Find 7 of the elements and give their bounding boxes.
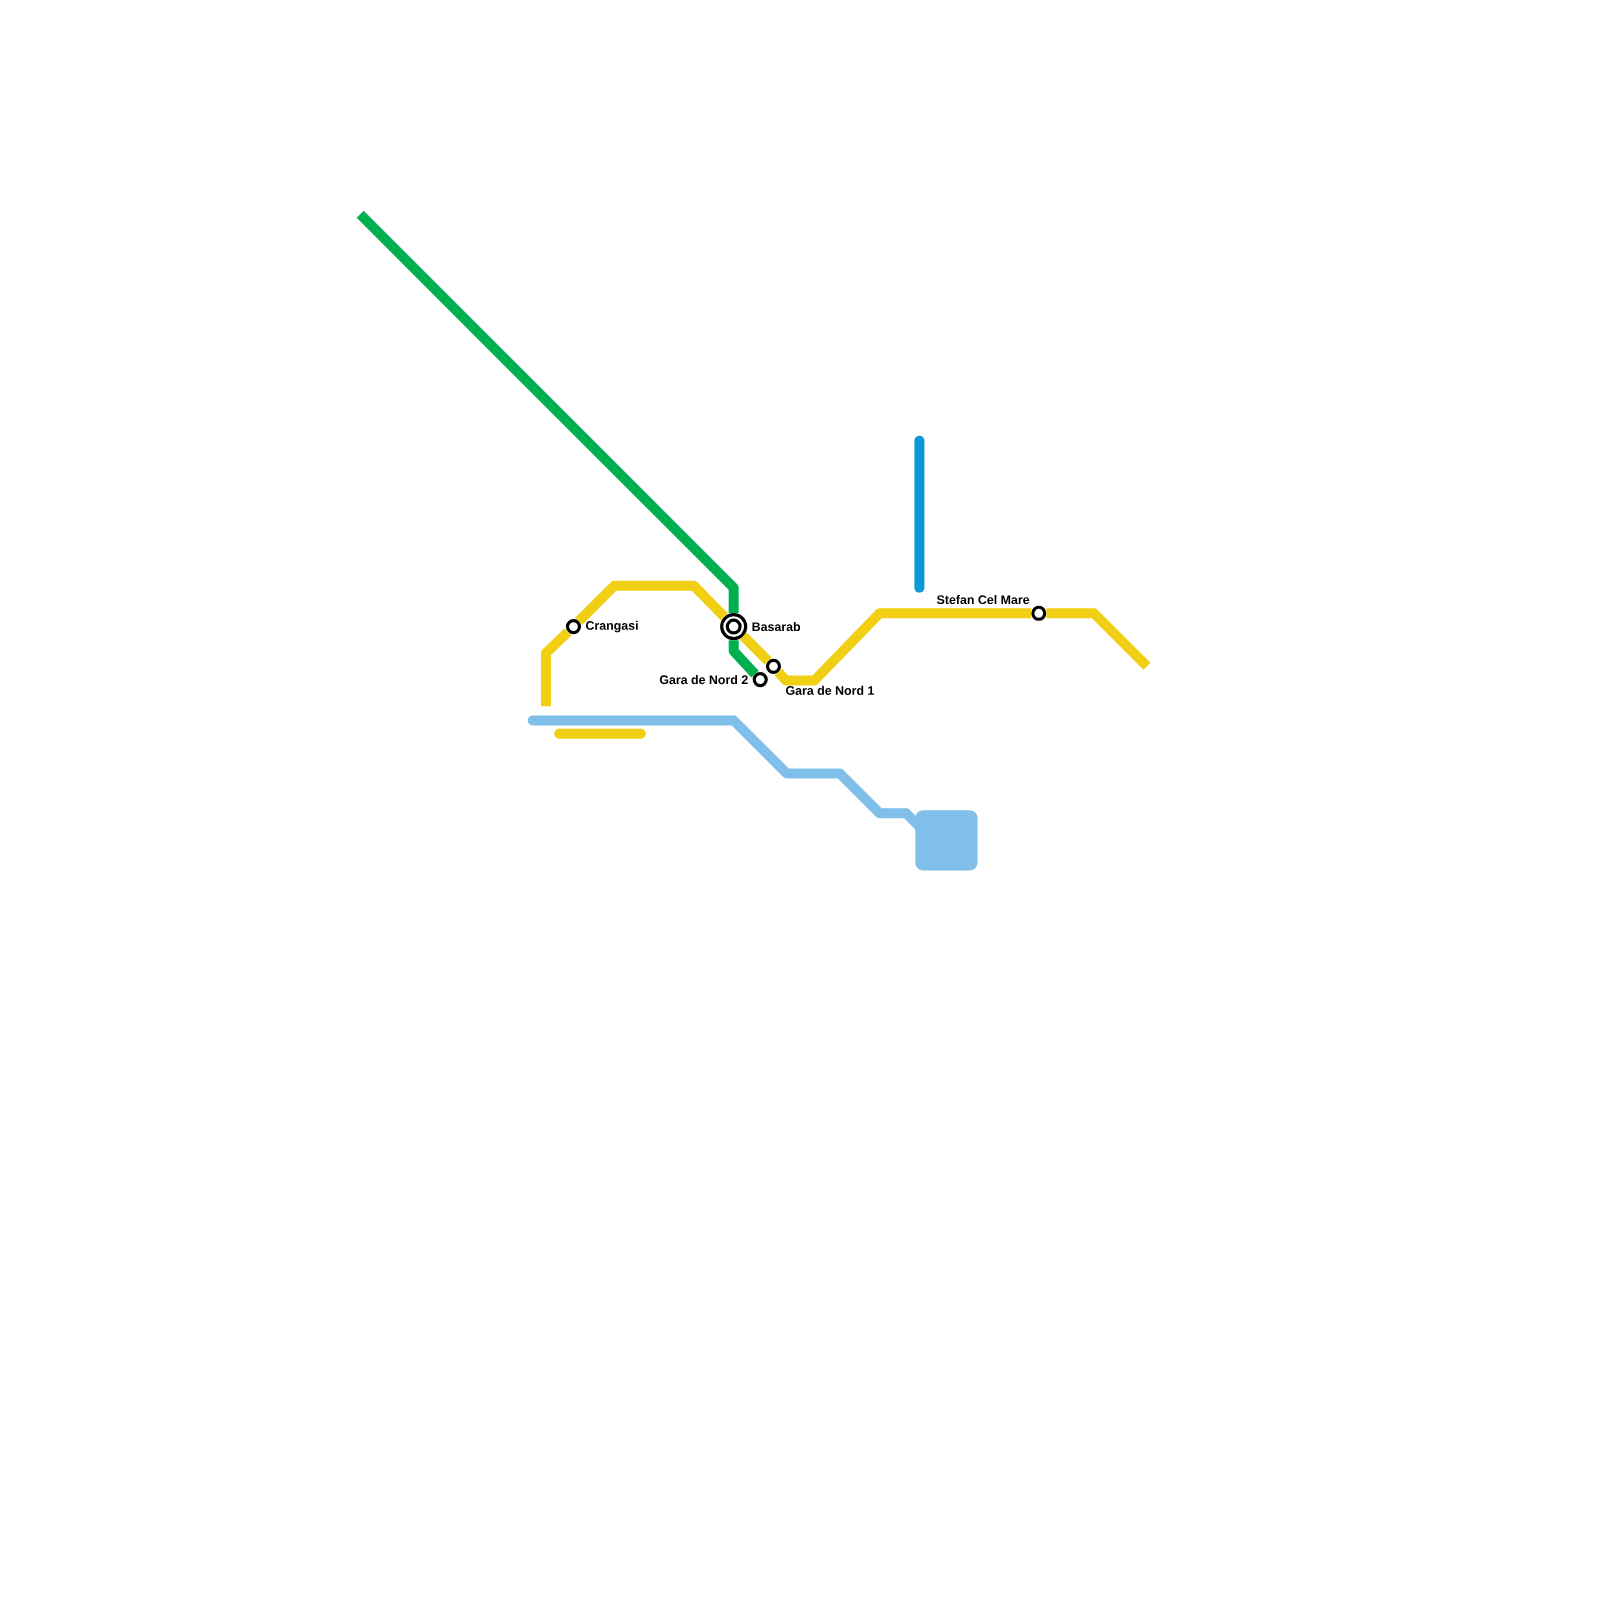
metro-line [739,632,772,665]
metro-line [728,640,759,678]
metro-line [774,608,1032,686]
metro-line [575,580,728,625]
metro-line [356,210,739,613]
metro-line [540,628,572,707]
metro-line [1046,608,1151,670]
